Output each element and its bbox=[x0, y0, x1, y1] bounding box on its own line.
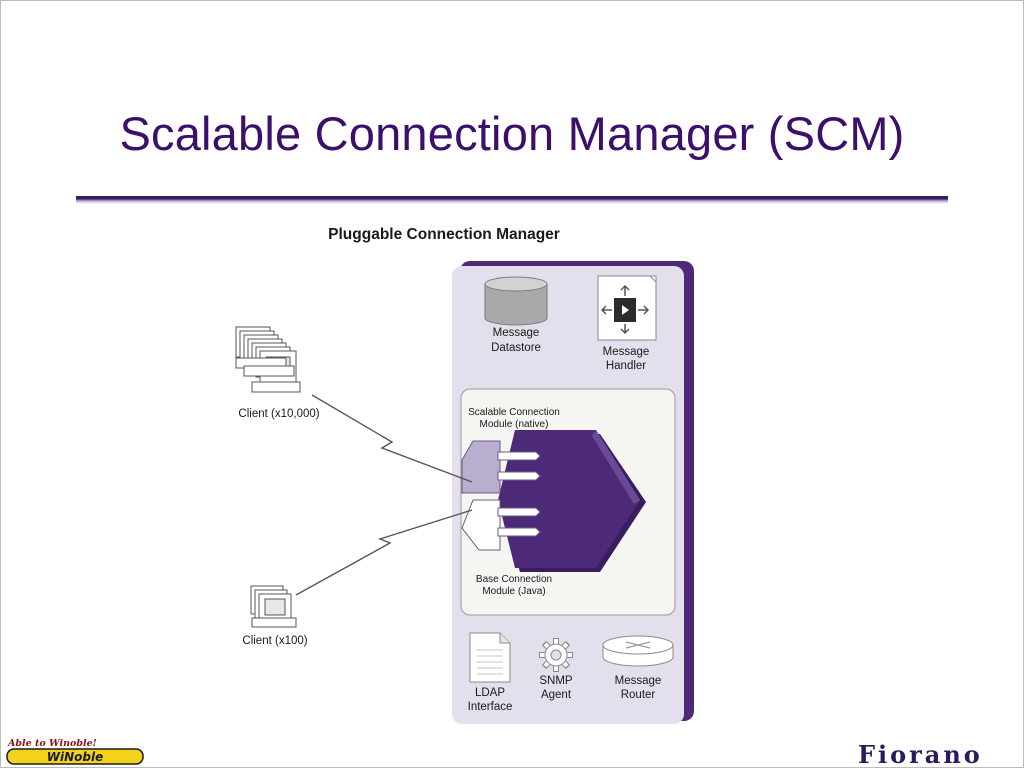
winoble-tagline: Able to Winoble! bbox=[7, 738, 97, 749]
router-label-2: Router bbox=[621, 689, 656, 701]
snmp-label-1: SNMP bbox=[539, 675, 573, 687]
router-icon bbox=[603, 636, 673, 666]
connection-line-clients-10000 bbox=[312, 395, 472, 482]
message-datastore-label-2: Datastore bbox=[491, 342, 541, 354]
base-module-label-1: Base Connection bbox=[476, 574, 552, 585]
gear-icon bbox=[539, 638, 573, 672]
message-handler-icon bbox=[598, 276, 656, 340]
router-label-1: Message bbox=[615, 675, 662, 687]
scalable-module-label-1: Scalable Connection bbox=[468, 407, 560, 418]
fiorano-logo: Fiorano bbox=[858, 740, 983, 769]
connection-line-clients-100 bbox=[296, 510, 472, 595]
winoble-logo: Able to Winoble! WiNoble bbox=[6, 737, 146, 765]
client-10000-label: Client (x10,000) bbox=[238, 408, 319, 420]
snmp-label-2: Agent bbox=[541, 689, 572, 701]
winoble-brand: WiNoble bbox=[47, 750, 103, 764]
base-module-label-2: Module (Java) bbox=[482, 586, 545, 597]
message-handler-label-1: Message bbox=[603, 346, 650, 358]
ldap-label-1: LDAP bbox=[475, 687, 505, 699]
document-icon bbox=[470, 633, 510, 682]
message-datastore-label-1: Message bbox=[493, 327, 540, 339]
database-icon bbox=[485, 277, 547, 325]
client-small-stack-icon bbox=[251, 586, 296, 627]
diagram-heading: Pluggable Connection Manager bbox=[328, 226, 560, 243]
client-100-label: Client (x100) bbox=[242, 635, 307, 647]
scalable-module-label-2: Module (native) bbox=[480, 419, 549, 430]
client-stack-icon bbox=[236, 327, 300, 392]
ldap-label-2: Interface bbox=[468, 701, 513, 713]
message-handler-label-2: Handler bbox=[606, 360, 646, 372]
